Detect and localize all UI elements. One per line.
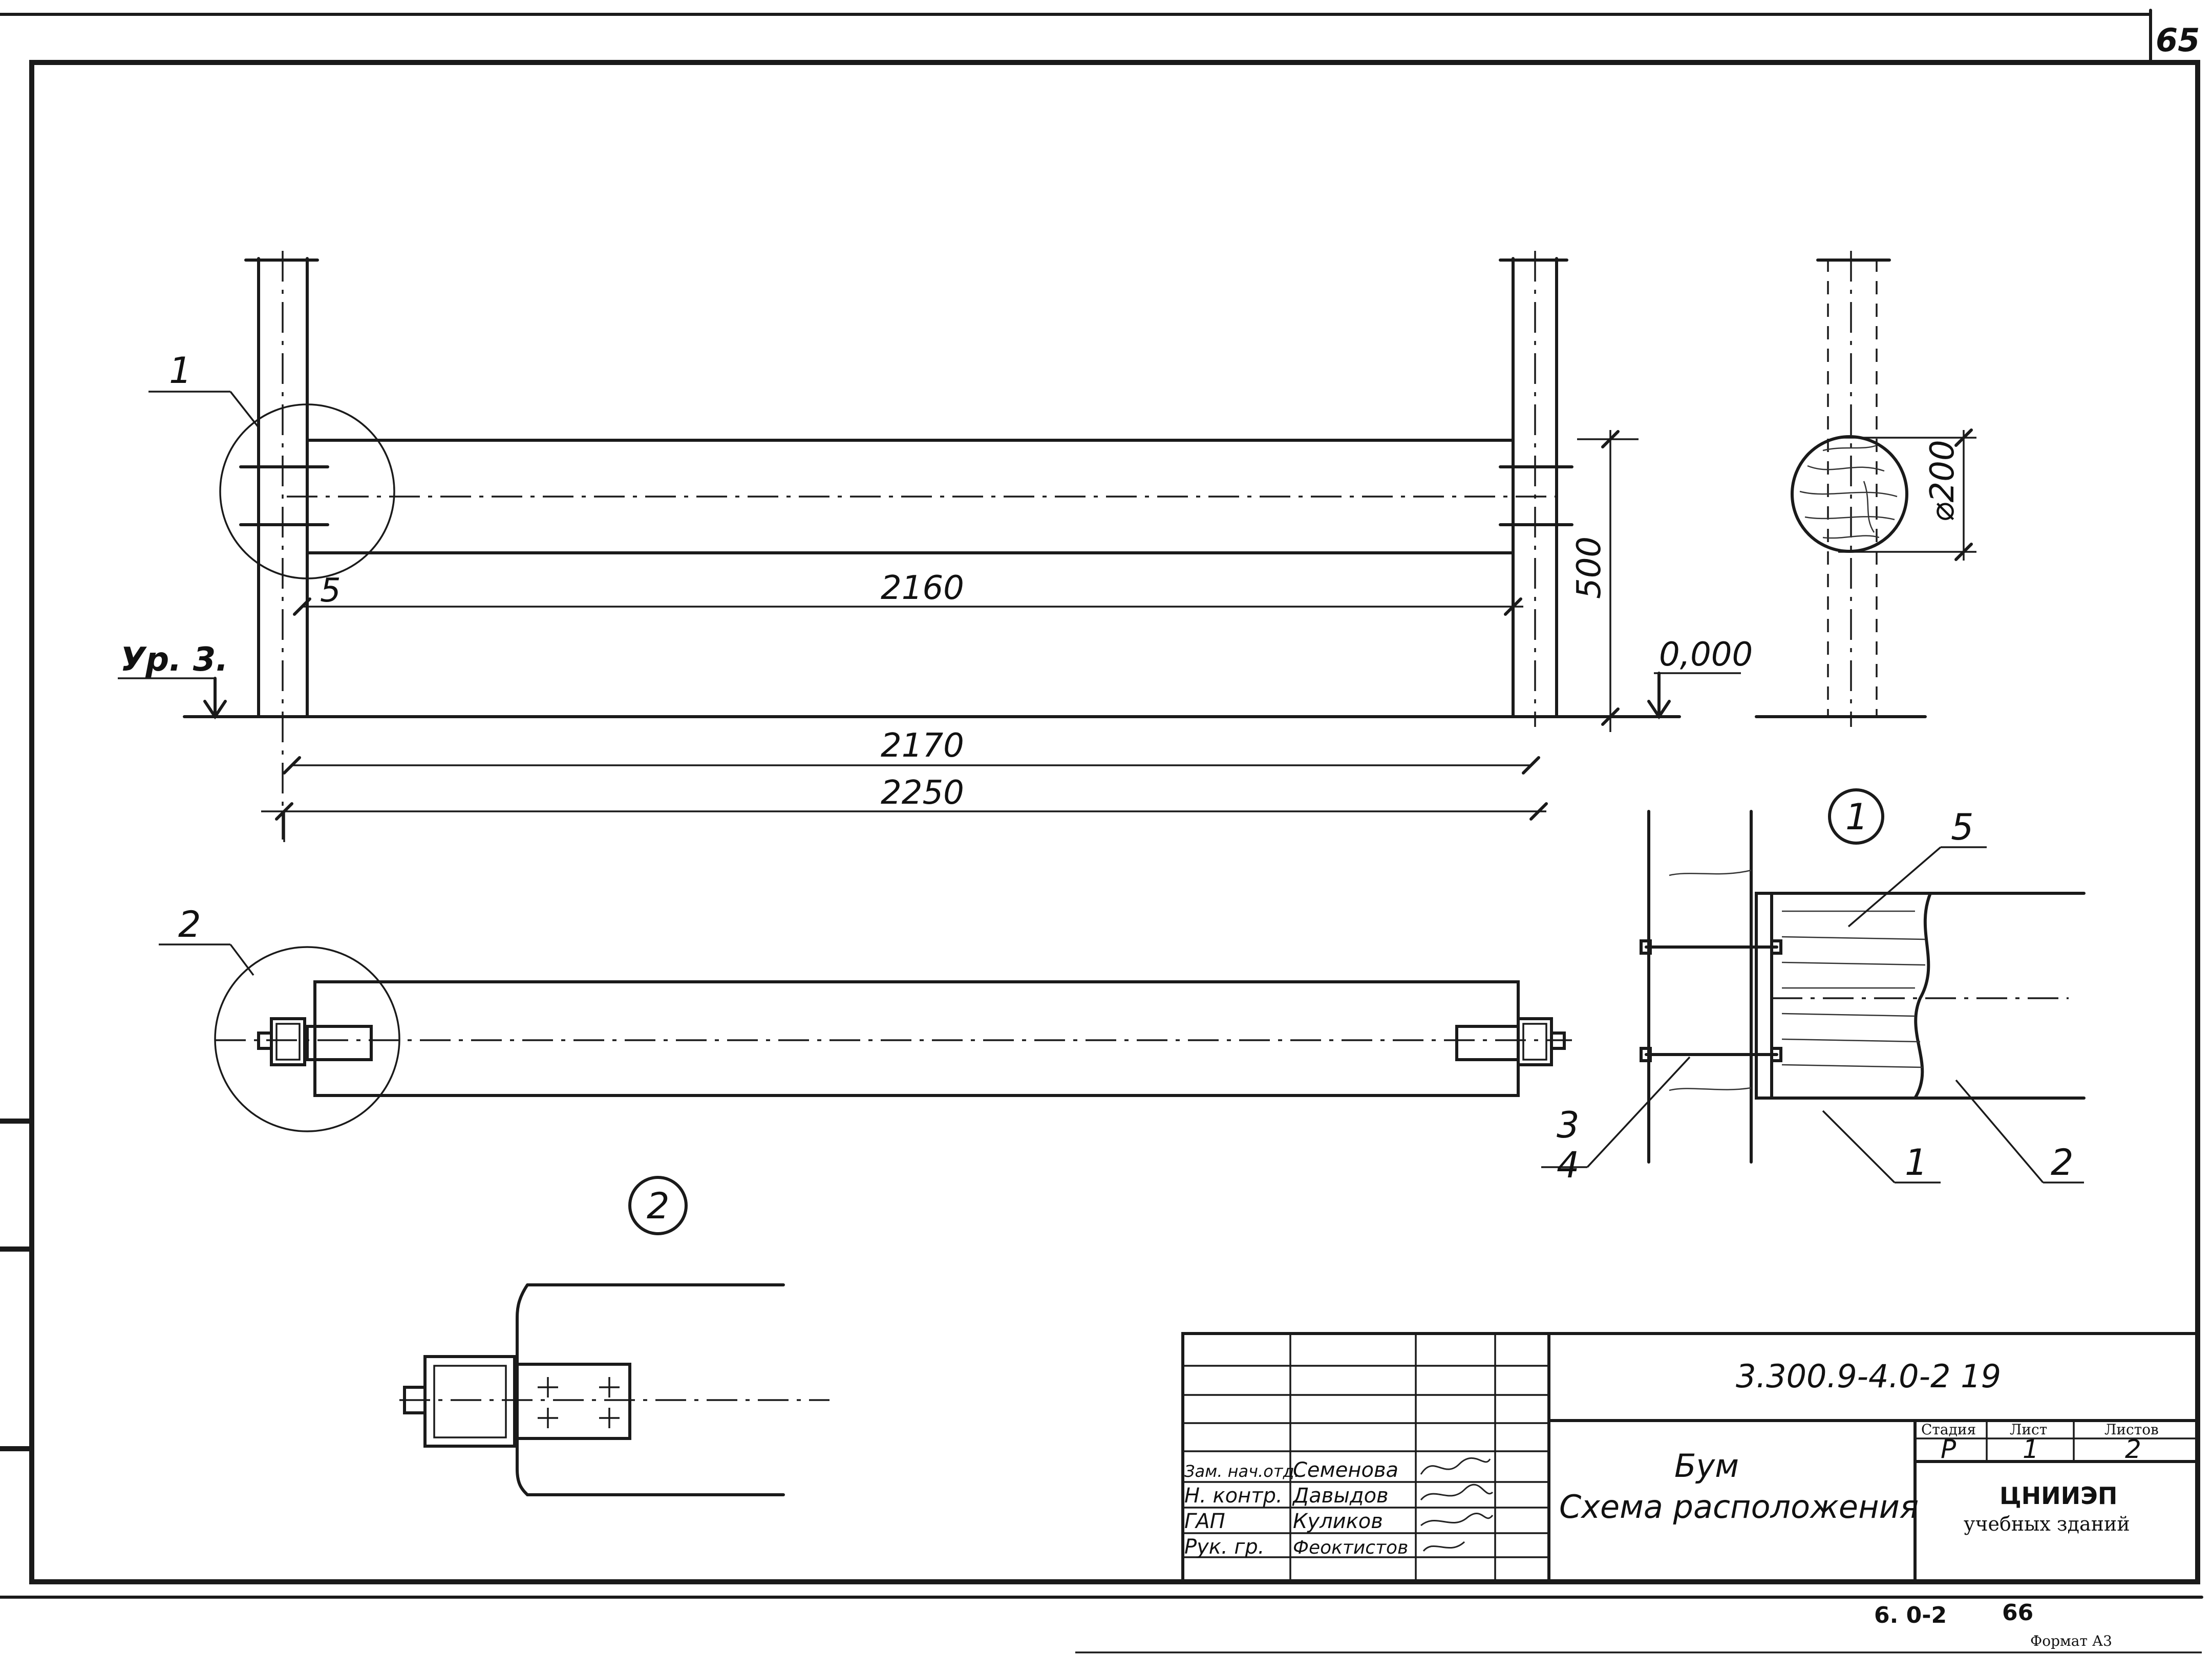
level-left-label: Ур. 3. (120, 641, 228, 679)
dim-2250: 2250 (881, 774, 964, 812)
sheet-header: Лист (2010, 1421, 2047, 1438)
person-role-4: Рук. гр. (1184, 1535, 1265, 1559)
detail-1-pos-1: 1 (1905, 1142, 1928, 1184)
sheet-value: 1 (2023, 1434, 2039, 1464)
plan-view (159, 943, 1572, 1132)
drawing-name-line2: Схема расположения (1559, 1488, 1919, 1525)
log-section-view (1755, 251, 1976, 727)
dim-2170: 2170 (881, 727, 964, 765)
title-block-lines (1181, 1332, 2199, 1583)
diameter-label: ⌀200 (1924, 440, 1962, 522)
callout-2-label: 2 (178, 904, 201, 945)
detail-2-view (399, 1176, 830, 1496)
dim-500: 500 (1570, 536, 1608, 599)
stage-header: Стадия (1921, 1421, 1976, 1438)
person-role-2: Н. контр. (1184, 1484, 1283, 1508)
dim-2160: 2160 (881, 569, 964, 607)
bottom-code: 6. 0-2 (1874, 1602, 1947, 1628)
bottom-page: 66 (2002, 1600, 2033, 1626)
detail-1-pos-4: 4 (1557, 1144, 1580, 1186)
doc-code: 3.300.9-4.0-2 19 (1736, 1358, 2001, 1395)
detail-2-title: 2 (647, 1185, 670, 1227)
detail-1-pos-5: 5 (1951, 806, 1974, 848)
drawing-name-line1: Бум (1674, 1447, 1739, 1485)
elevation-view (118, 251, 1741, 842)
detail-1-title: 1 (1845, 796, 1868, 838)
callout-1-label: 1 (169, 350, 192, 392)
detail-1-pos-2: 2 (2051, 1142, 2074, 1184)
org-line1: ЦНИИЭП (2000, 1482, 2117, 1510)
level-right-label: 0,000 (1659, 636, 1753, 674)
person-role-3: ГАП (1184, 1510, 1225, 1533)
dim-gap-5: 5 (320, 572, 341, 610)
sheets-value: 2 (2125, 1434, 2141, 1464)
sheets-header: Листов (2104, 1421, 2159, 1438)
detail-1-view (1541, 788, 2086, 1184)
sheet-frame (0, 9, 2203, 1653)
person-name-2: Давыдов (1292, 1484, 1389, 1508)
stage-value: Р (1941, 1434, 1956, 1464)
person-name-4: Феоктистов (1293, 1537, 1408, 1558)
person-name-1: Семенова (1293, 1458, 1398, 1482)
detail-1-pos-3: 3 (1557, 1104, 1580, 1146)
corner-sheet-number: 65 (2156, 22, 2200, 59)
person-name-3: Куликов (1293, 1510, 1383, 1533)
signatures (1420, 1457, 1494, 1552)
org-line2: учебных зданий (1964, 1513, 2130, 1535)
format-label: Формат А3 (2030, 1632, 2112, 1649)
person-role-1: Зам. нач.отд. (1184, 1461, 1300, 1481)
